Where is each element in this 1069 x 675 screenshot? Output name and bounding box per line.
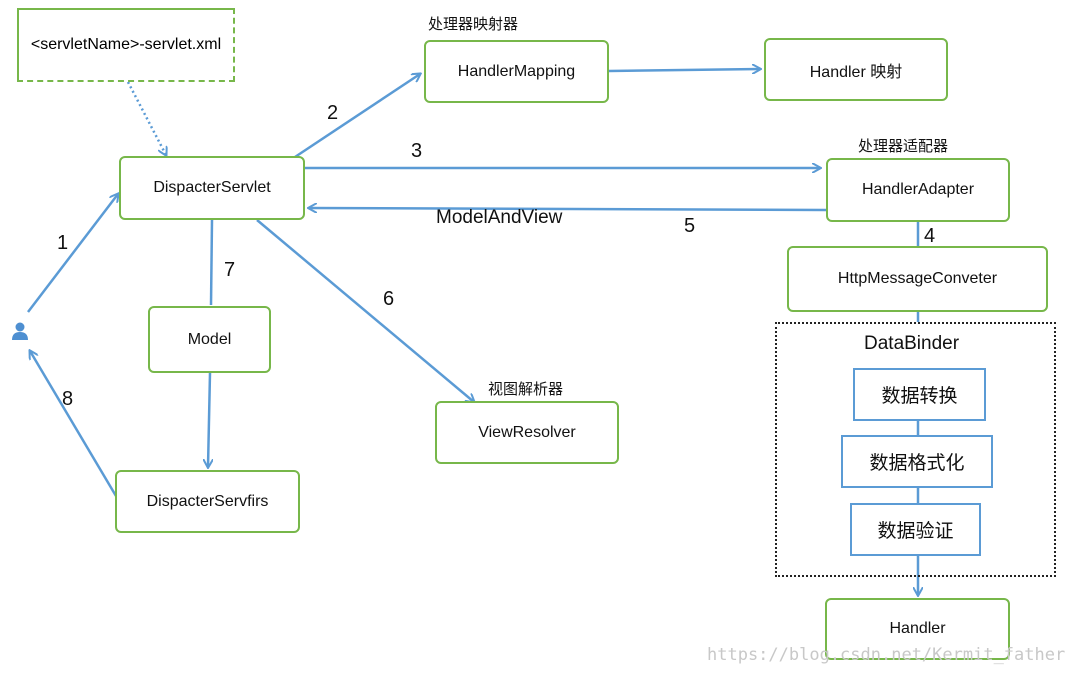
- model-label: Model: [187, 330, 232, 348]
- data-binder-step-convert-label: 数据转换: [881, 385, 958, 407]
- step-5-label: 5: [684, 215, 696, 237]
- arrow-mapping-to-handler: [608, 69, 760, 71]
- http-message-converter-node: HttpMessageConveter: [787, 246, 1048, 312]
- data-binder-step-format: 数据格式化: [841, 435, 993, 488]
- step-3-label: 3: [411, 140, 423, 162]
- handler-label: Handler: [889, 620, 946, 637]
- arrow-config-to-dispatcher: [126, 81, 166, 155]
- dispatcher-servlet-label: DispacterServlet: [153, 179, 271, 196]
- arrow-step6: [256, 219, 474, 402]
- arrow-step2: [294, 74, 420, 159]
- dispatcher-servlet-node: DispacterServlet: [119, 156, 305, 220]
- data-binder-step-convert: 数据转换: [853, 368, 986, 421]
- data-binder-step-format-label: 数据格式化: [869, 452, 965, 474]
- step-2-label: 2: [327, 102, 339, 124]
- step-6-label: 6: [383, 288, 395, 310]
- handler-map-label: Handler 映射: [809, 63, 903, 81]
- view-resolver-label: ViewResolver: [478, 423, 576, 441]
- handler-adapter-label: HandlerAdapter: [861, 181, 975, 198]
- handler-node: Handler: [825, 598, 1010, 660]
- config-file-label: <servletName>-servlet.xml: [30, 36, 222, 53]
- view-resolver-node: ViewResolver: [435, 401, 619, 464]
- arrow-step8: [30, 351, 118, 497]
- handler-map-node: Handler 映射: [764, 38, 948, 101]
- data-binder-step-validate-label: 数据验证: [877, 520, 954, 542]
- handler-adapter-caption: 处理器适配器: [858, 137, 949, 155]
- user-icon: [12, 322, 28, 340]
- handler-mapping-node: HandlerMapping: [424, 40, 609, 103]
- http-message-converter-label: HttpMessageConveter: [837, 270, 998, 287]
- data-binder-group: [775, 322, 1056, 577]
- handler-mapping-label: HandlerMapping: [457, 62, 576, 80]
- data-binder-step-validate: 数据验证: [850, 503, 981, 556]
- dispatcher-servfirs-label: DispacterServfirs: [146, 492, 269, 510]
- dispatcher-servfirs-node: DispacterServfirs: [115, 470, 300, 533]
- arrow-step5: [309, 208, 827, 210]
- handler-adapter-node: HandlerAdapter: [826, 158, 1010, 222]
- config-file-note: <servletName>-servlet.xml: [17, 8, 235, 82]
- arrow-step1: [27, 194, 118, 313]
- model-and-view-label: ModelAndView: [436, 207, 563, 228]
- watermark: https://blog.csdn.net/Kermit_father: [707, 645, 1066, 665]
- view-resolver-caption: 视图解析器: [488, 380, 564, 398]
- step-8-label: 8: [62, 388, 74, 410]
- model-node: Model: [148, 306, 271, 373]
- step-4-label: 4: [924, 225, 936, 247]
- data-binder-title: DataBinder: [864, 333, 960, 354]
- arrow-model-to-servfirs: [208, 372, 210, 467]
- arrow-step7: [209, 219, 214, 306]
- step-7-label: 7: [224, 259, 236, 281]
- step-1-label: 1: [57, 232, 69, 254]
- handler-mapping-caption: 处理器映射器: [428, 15, 519, 33]
